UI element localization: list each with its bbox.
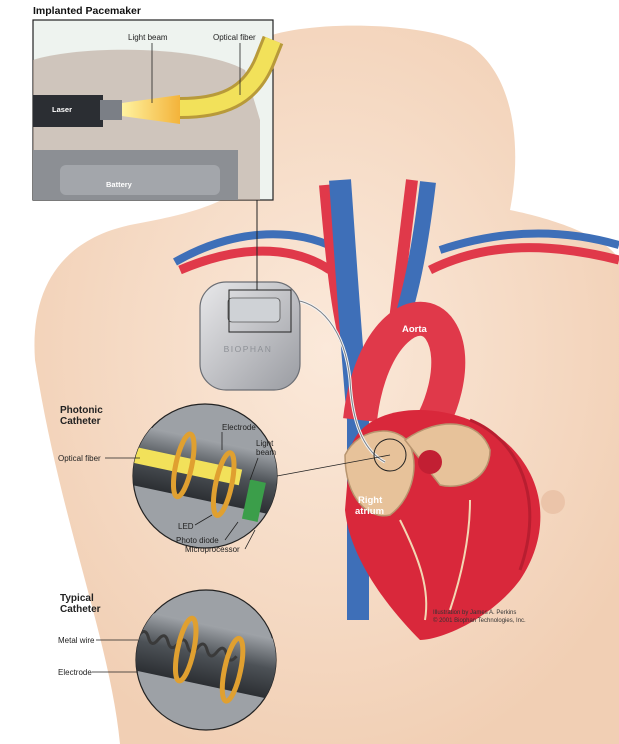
photonic-title-line1: Photonic: [60, 405, 103, 416]
credit-line1: Illustration by James A. Perkins: [433, 609, 516, 617]
aorta-label: Aorta: [402, 324, 427, 335]
typical-title-line2: Catheter: [60, 604, 101, 615]
photonic-label-electrode: Electrode: [222, 423, 256, 432]
typical-label-metal-wire: Metal wire: [58, 636, 94, 645]
typical-title-line1: Typical: [60, 593, 94, 604]
photonic-label-light-beam-line2: beam: [256, 448, 276, 457]
credit-line2: © 2001 Biophan Technologies, Inc.: [433, 617, 526, 625]
typical-label-electrode: Electrode: [58, 668, 92, 677]
right-atrium-label-line1: Right: [358, 495, 382, 506]
device-brand: BIOPHAN: [224, 344, 273, 354]
inset-label-optical-fiber: Optical fiber: [213, 33, 256, 42]
inset-label-laser: Laser: [52, 105, 72, 114]
photonic-label-led: LED: [178, 522, 194, 531]
nipple: [541, 490, 565, 514]
photonic-label-microprocessor: Microprocessor: [185, 545, 240, 554]
inset-label-battery: Battery: [106, 180, 132, 189]
inset-title: Implanted Pacemaker: [33, 5, 141, 17]
photonic-label-optical-fiber: Optical fiber: [58, 454, 101, 463]
photonic-label-photo-diode: Photo diode: [176, 536, 219, 545]
inset-label-light-beam: Light beam: [128, 33, 168, 42]
photonic-label-light-beam-line1: Light: [256, 439, 273, 448]
right-atrium-label-line2: atrium: [355, 506, 384, 517]
photonic-title-line2: Catheter: [60, 416, 101, 427]
